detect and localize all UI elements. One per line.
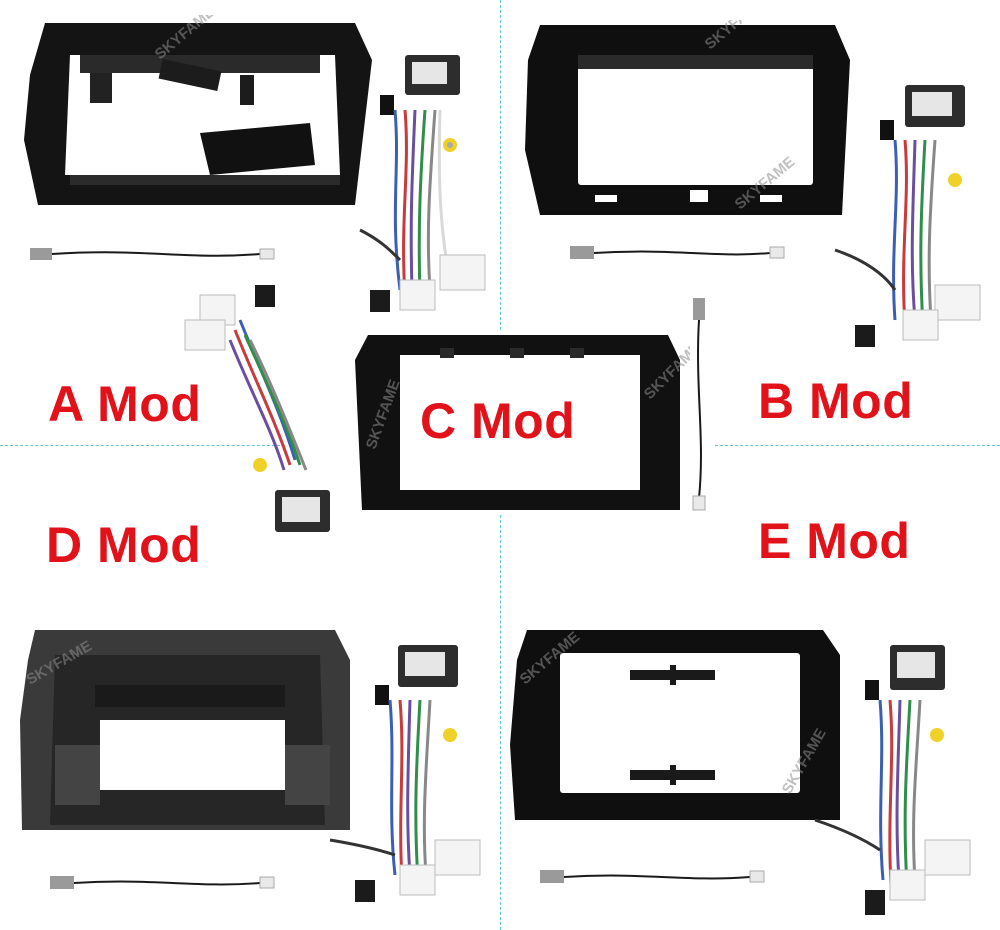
mod-d-label: D Mod xyxy=(46,517,202,573)
mod-c-frame-photo: SKYFAME SKYFAME xyxy=(355,335,690,510)
mod-a-frame-photo: SKYFAME xyxy=(24,15,372,205)
divider-horizontal-left xyxy=(0,445,280,446)
mod-d-frame-photo: SKYFAME xyxy=(20,630,350,830)
mod-e-label: E Mod xyxy=(758,513,911,569)
mod-e-frame-photo: SKYFAME SKYFAME xyxy=(510,628,840,820)
mod-e-harness-photo xyxy=(814,645,971,915)
mod-c-cable-photo xyxy=(692,298,706,511)
divider-vertical-top xyxy=(500,0,501,330)
mod-a-cable-photo xyxy=(30,248,275,260)
mod-b-cable-photo xyxy=(570,246,785,259)
mod-c-label: C Mod xyxy=(420,393,576,449)
mod-d-cable-photo xyxy=(50,876,275,889)
mod-b-frame-photo: SKYFAME SKYFAME xyxy=(525,20,850,215)
mod-a-label: A Mod xyxy=(48,376,202,432)
divider-horizontal-right xyxy=(715,445,1000,446)
mod-b-label: B Mod xyxy=(758,373,914,429)
mod-d-bottom-harness-photo xyxy=(329,645,481,902)
divider-vertical-bottom xyxy=(500,515,501,930)
mod-e-cable-photo xyxy=(540,870,765,883)
mod-d-harness-photo xyxy=(184,285,330,532)
mod-a-harness-photo xyxy=(359,55,486,312)
mod-b-harness-photo xyxy=(834,85,981,347)
